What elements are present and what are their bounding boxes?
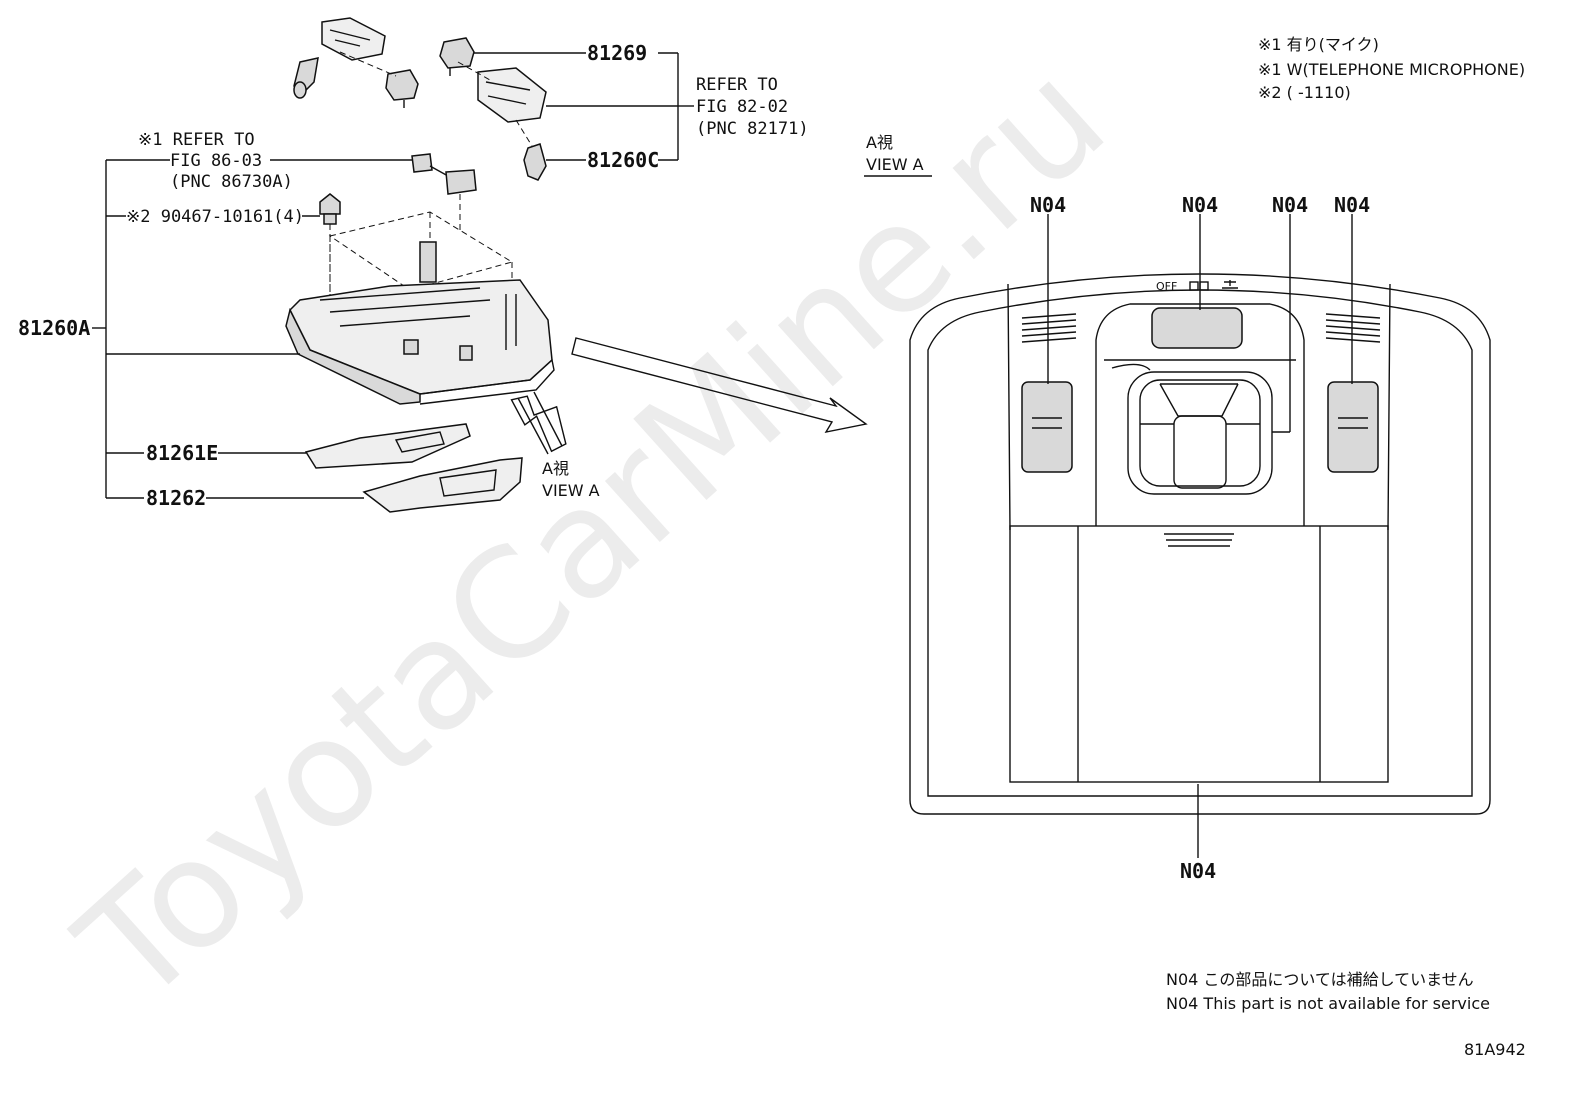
clip-part-number: ※2 90467-10161(4) bbox=[126, 207, 304, 227]
callout-leaders-left bbox=[92, 159, 364, 499]
n04-label-lid: N04 bbox=[1180, 859, 1216, 883]
light-switch-off-label: OFF bbox=[1156, 280, 1177, 293]
bulb-socket-assembly-right bbox=[439, 37, 547, 181]
direction-arrow bbox=[571, 337, 868, 433]
callout-81262: 81262 bbox=[146, 486, 206, 510]
n04-leaders bbox=[1047, 214, 1353, 858]
n04-label-switch: N04 bbox=[1182, 193, 1218, 217]
clip-part bbox=[319, 193, 341, 300]
view-a-arrow-label-en: VIEW A bbox=[542, 481, 600, 500]
lens-81262 bbox=[362, 457, 523, 513]
refer-fig-86-line3: (PNC 86730A) bbox=[170, 172, 293, 192]
note-line-3: ※2 ( -1110) bbox=[1258, 83, 1351, 102]
view-a-indicator-arrow bbox=[510, 391, 567, 455]
callout-81260a: 81260A bbox=[18, 316, 90, 340]
view-a-arrow-label-jp: A視 bbox=[542, 459, 569, 478]
overhead-console-housing bbox=[285, 241, 555, 405]
callout-81261e: 81261E bbox=[146, 441, 218, 465]
view-a-title-jp: A視 bbox=[866, 133, 893, 152]
overhead-console-view-a bbox=[909, 273, 1491, 815]
callout-81260c: 81260C bbox=[587, 148, 659, 172]
microphone-connector bbox=[411, 153, 477, 230]
refer-fig-82-line1: REFER TO bbox=[696, 75, 778, 95]
n04-label-right-button: N04 bbox=[1334, 193, 1370, 217]
refer-fig-86-line2: FIG 86-03 bbox=[170, 151, 262, 171]
refer-fig-82-line2: FIG 82-02 bbox=[696, 97, 788, 117]
n04-label-map-light: N04 bbox=[1272, 193, 1308, 217]
note-line-1: ※1 有り(マイク) bbox=[1258, 35, 1379, 54]
view-a-title-en: VIEW A bbox=[866, 155, 924, 174]
legend-jp: N04 この部品については補給していません bbox=[1166, 970, 1474, 989]
callout-81269: 81269 bbox=[587, 41, 647, 65]
light-switch-icons bbox=[1189, 280, 1238, 291]
refer-fig-86-line1: ※1 REFER TO bbox=[138, 130, 255, 150]
note-line-2: ※1 W(TELEPHONE MICROPHONE) bbox=[1258, 60, 1525, 79]
bulb-socket-assembly-upper bbox=[293, 17, 419, 108]
callout-leaders-right bbox=[474, 52, 694, 161]
figure-code: 81A942 bbox=[1464, 1040, 1526, 1059]
legend-en: N04 This part is not available for servi… bbox=[1166, 994, 1490, 1013]
n04-label-left-button: N04 bbox=[1030, 193, 1066, 217]
lens-81261e bbox=[304, 423, 471, 469]
refer-fig-82-line3: (PNC 82171) bbox=[696, 119, 809, 139]
